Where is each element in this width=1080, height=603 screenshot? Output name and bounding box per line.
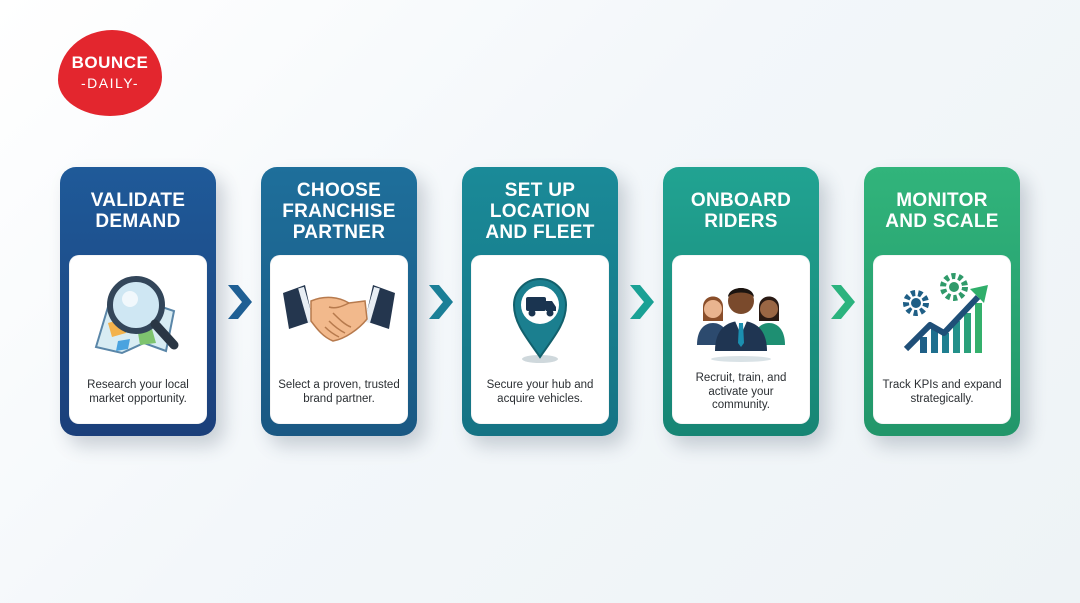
title-line: FRANCHISE xyxy=(282,200,396,222)
team-people-icon xyxy=(697,288,785,362)
step-description: Secure your hub and acquire vehicles. xyxy=(486,379,594,405)
magnifier-map-icon xyxy=(94,276,179,355)
step-description: Track KPIs and expand strategically. xyxy=(882,379,1002,405)
title-line: CHOOSE xyxy=(296,179,382,201)
logo-line1: BOUNCE xyxy=(71,53,149,72)
brand-logo: BOUNCE -DAILY- xyxy=(58,30,162,116)
chevron-right-icon xyxy=(831,285,855,319)
logo-line2: -DAILY- xyxy=(81,75,139,91)
title-line: PARTNER xyxy=(292,221,386,243)
step-panel: Recruit, train, and activate your commun… xyxy=(672,255,810,424)
title-line: LOCATION xyxy=(489,200,591,222)
growth-chart-icon xyxy=(903,273,988,353)
step-description: Recruit, train, and activate your commun… xyxy=(695,372,787,412)
chevron-right-icon xyxy=(228,285,252,319)
handshake-icon xyxy=(283,285,395,342)
title-line: SET UP xyxy=(504,179,576,201)
step-panel: Select a proven, trusted brand partner. xyxy=(270,255,408,424)
location-van-icon xyxy=(512,278,568,363)
step-description: Select a proven, trusted brand partner. xyxy=(278,379,400,405)
step-panel: Secure your hub and acquire vehicles. xyxy=(471,255,609,424)
chevron-right-icon xyxy=(630,285,654,319)
step-panel: Research your local market opportunity. xyxy=(69,255,207,424)
title-line: DEMAND xyxy=(95,211,181,232)
title-line: MONITOR xyxy=(896,190,988,211)
title-line: ONBOARD xyxy=(690,190,792,211)
title-line: AND SCALE xyxy=(885,211,999,232)
step-description: Research your local market opportunity. xyxy=(87,379,189,405)
title-line: VALIDATE xyxy=(90,190,186,211)
step-panel: Track KPIs and expand strategically. xyxy=(873,255,1011,424)
chevron-right-icon xyxy=(429,285,453,319)
title-line: AND FLEET xyxy=(485,221,595,243)
title-line: RIDERS xyxy=(704,211,778,232)
